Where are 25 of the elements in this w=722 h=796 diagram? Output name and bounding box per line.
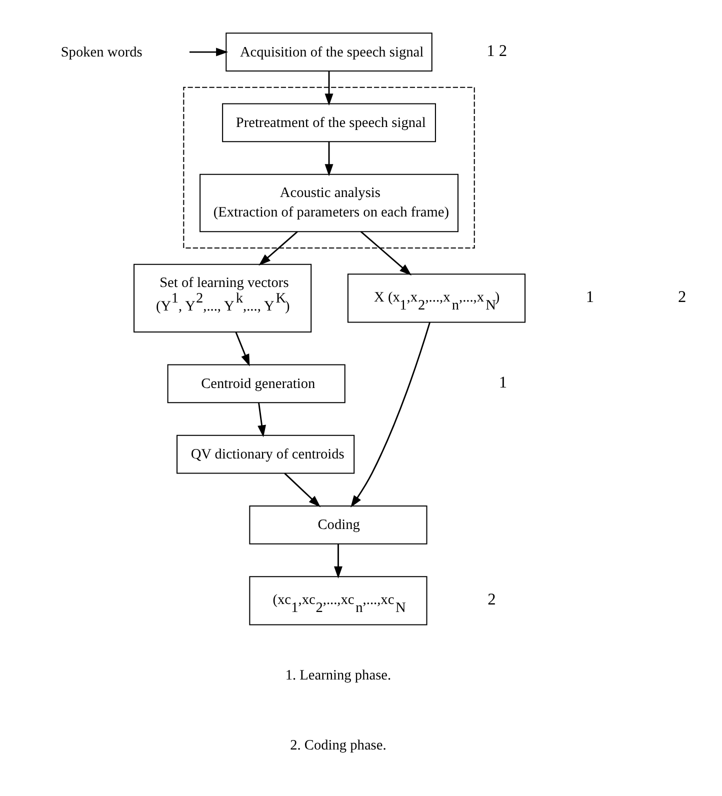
label: 2 <box>678 286 686 306</box>
node-box: Pretreatment of the speech signal <box>222 102 436 142</box>
arrow <box>334 544 342 578</box>
label: 2. Coding phase. <box>290 736 386 753</box>
label: 1 <box>586 286 594 306</box>
node-text: Spoken words <box>60 44 142 60</box>
node-box: Coding <box>249 504 428 544</box>
arrow <box>235 331 250 366</box>
arrow <box>258 230 298 266</box>
arrow <box>360 230 412 276</box>
arrow <box>350 322 430 508</box>
node-box: Acquisition of the speech signal <box>226 32 432 71</box>
label: 1. Learning phase. <box>285 667 392 684</box>
label: 1 <box>498 372 508 392</box>
node-box: Acoustic analysis (Extraction of parameters on each frame) <box>200 173 458 232</box>
arrow <box>324 70 334 106</box>
cluster <box>183 86 475 248</box>
node-box: Centroid generation <box>167 364 346 403</box>
arrow <box>324 141 334 176</box>
node-box: QV dictionary of centroids <box>176 434 355 474</box>
arrow <box>284 472 321 507</box>
label: 2 <box>488 589 496 608</box>
label: 1 2 <box>486 40 508 60</box>
arrow <box>189 47 228 56</box>
arrow <box>258 402 266 437</box>
